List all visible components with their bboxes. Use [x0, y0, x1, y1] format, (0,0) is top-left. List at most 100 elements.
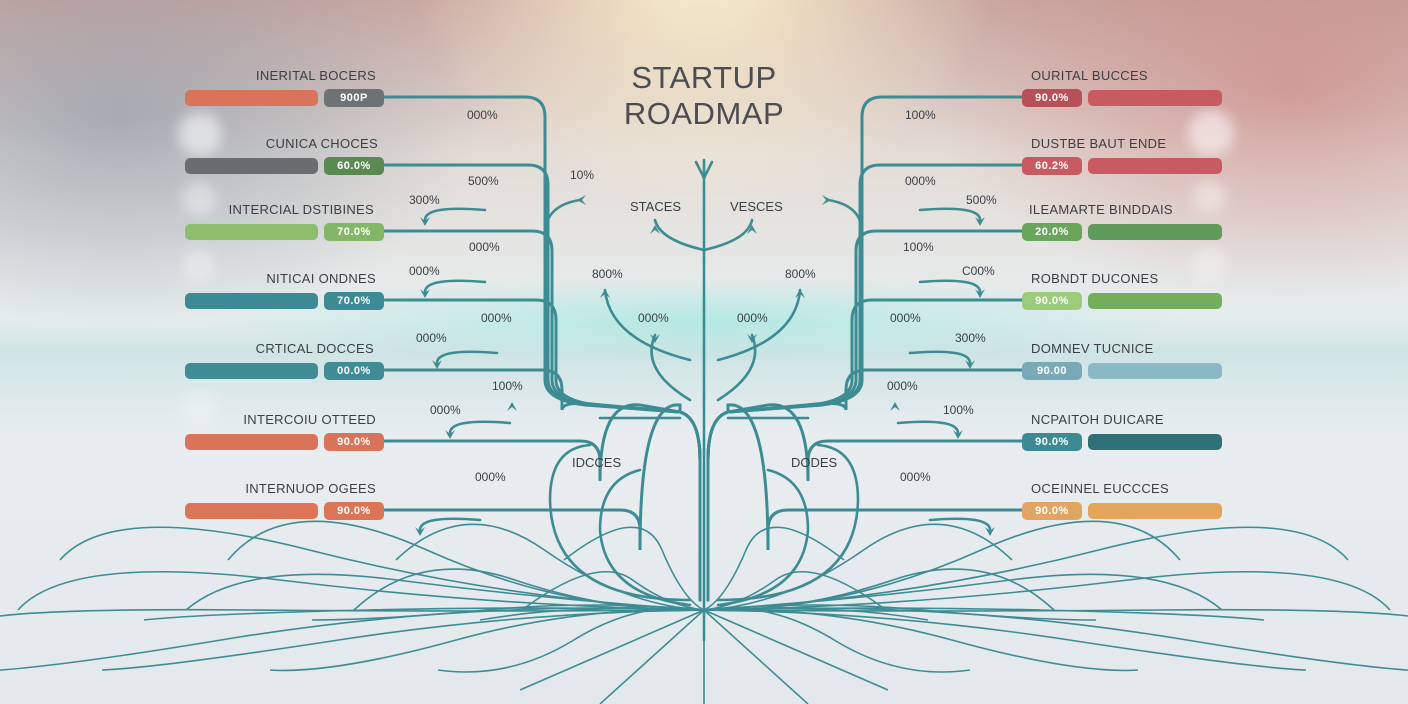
center-label-vesces: VESCES: [730, 199, 783, 214]
right-item-value: 90.0%: [1022, 433, 1082, 451]
right-item-value: 60.2%: [1022, 157, 1082, 175]
right-item-value: 20.0%: [1022, 223, 1082, 241]
right-item-label: DUSTBE BAUT ENDE: [1031, 136, 1167, 151]
branch-percent: 100%: [492, 379, 523, 393]
branch-percent: 000%: [409, 264, 440, 278]
right-item-label: ILEAMARTE BINDDAIS: [1029, 202, 1173, 217]
arrow-icon: [420, 289, 430, 298]
inner-branch: [543, 198, 582, 232]
arrow-icon: [577, 195, 586, 205]
right-item-value: 90.0%: [1022, 502, 1082, 520]
root: [703, 609, 889, 691]
inner-branch: [653, 218, 706, 252]
branch-percent: 100%: [943, 403, 974, 417]
inner-branches: [418, 158, 992, 642]
branch-percent: 000%: [469, 240, 500, 254]
right-item-label: DOMNEV TUCNICE: [1031, 341, 1154, 356]
title-line-2: ROADMAP: [623, 96, 785, 131]
branch-arrows: [415, 195, 995, 536]
root: [703, 608, 1408, 617]
root: [703, 523, 1013, 611]
inner-branch: [702, 218, 754, 252]
branch-percent: 000%: [905, 174, 936, 188]
side-branch: [918, 279, 982, 294]
left-item-label: INTERNUOP OGEES: [245, 481, 376, 496]
left-item-label: INERITAL BOCERS: [255, 68, 376, 83]
root: [437, 607, 705, 673]
right-item-bar: [1088, 90, 1222, 106]
left-item-bar: [185, 434, 318, 450]
right-item-bar: [1088, 293, 1222, 309]
right-item-value: 90.0%: [1022, 292, 1082, 310]
arrow-icon: [445, 430, 455, 439]
root: [395, 523, 705, 611]
branch-percent: 100%: [903, 240, 934, 254]
side-branch: [423, 279, 487, 294]
right-item-value: 90.00: [1022, 362, 1082, 380]
root: [599, 609, 705, 704]
branch-percent: 500%: [966, 193, 997, 207]
side-branch: [928, 517, 992, 532]
bokeh-light: [1192, 180, 1226, 214]
right-item-label: OCEINNEL EUCCCES: [1031, 481, 1169, 496]
right-item-bar: [1088, 363, 1222, 379]
left-item-label: CRTICAL DOCCES: [255, 341, 374, 356]
root: [519, 609, 705, 691]
root: [0, 607, 705, 671]
branch-percent: 000%: [467, 108, 498, 122]
side-branch: [448, 420, 512, 435]
right-item-label: ROBNDT DUCONES: [1031, 271, 1159, 286]
bokeh-light: [182, 390, 216, 424]
arrow-icon: [420, 217, 430, 226]
branch-percent: 000%: [887, 379, 918, 393]
branch-percent: 000%: [475, 470, 506, 484]
arrow-icon: [985, 527, 995, 536]
inner-branch: [826, 198, 864, 232]
side-branch: [423, 207, 487, 222]
branch-percent: 000%: [900, 470, 931, 484]
right-connector: [706, 368, 1024, 602]
inner-branch: [650, 333, 692, 402]
arrow-icon: [747, 225, 757, 234]
root: [17, 570, 705, 611]
bokeh-light: [182, 248, 216, 282]
center-label-idcces: IDCCES: [572, 455, 622, 470]
inner-branch: [548, 443, 692, 602]
inner-branch: [716, 333, 757, 402]
left-item-value: 60.0%: [324, 157, 384, 175]
root: [563, 526, 705, 611]
side-branch: [918, 207, 982, 222]
left-item-bar: [185, 224, 318, 240]
branch-percent: 000%: [737, 311, 768, 325]
bokeh-light: [182, 182, 216, 216]
side-branch: [435, 350, 499, 365]
root: [703, 607, 1408, 671]
side-branch: [418, 517, 482, 532]
root: [703, 607, 971, 673]
center-label-dodes: DODES: [791, 455, 838, 470]
side-branch: [896, 420, 960, 435]
branch-percent: 000%: [481, 311, 512, 325]
branch-percent: 000%: [430, 403, 461, 417]
left-item-label: CUNICA CHOCES: [265, 136, 378, 151]
branch-percent: 500%: [468, 174, 499, 188]
inner-percent: 10%: [570, 168, 595, 182]
right-item-bar: [1088, 158, 1222, 174]
root: [703, 520, 1181, 611]
left-connector: [383, 403, 702, 602]
left-item-value: 70.0%: [324, 292, 384, 310]
branch-percent: C00%: [962, 264, 995, 278]
trunk-top: [694, 160, 714, 181]
inner-branch: [716, 288, 802, 362]
left-item-value: 900P: [324, 89, 384, 107]
root: [703, 526, 845, 611]
arrow-icon: [953, 430, 963, 439]
side-branch: [908, 350, 972, 365]
branch-percent: 300%: [955, 331, 986, 345]
bokeh-light: [178, 112, 222, 156]
inner-percent: 800%: [592, 267, 623, 281]
root: [227, 520, 705, 611]
inner-branch: [603, 288, 692, 362]
